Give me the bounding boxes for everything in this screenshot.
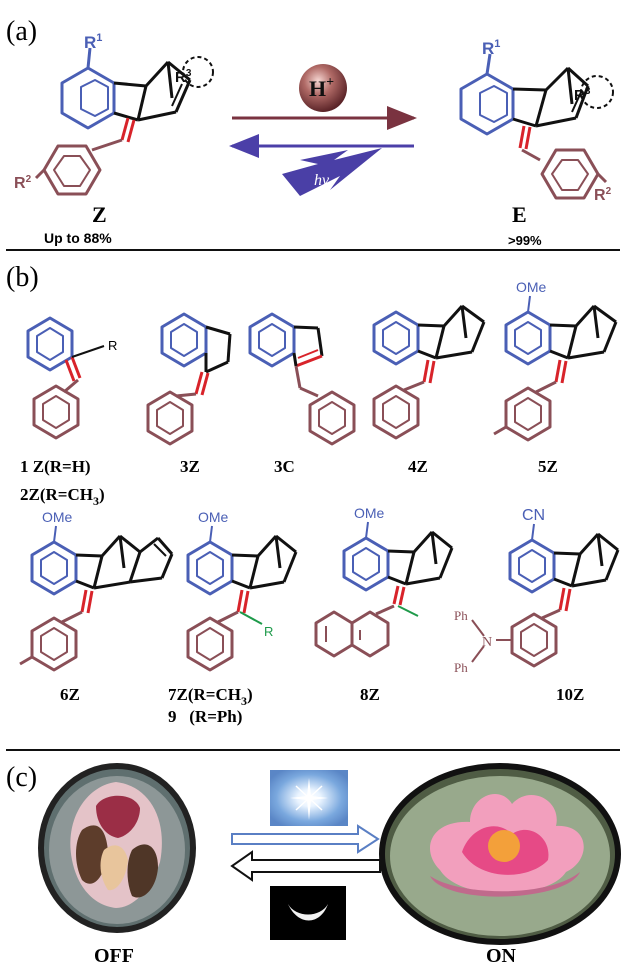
compound-1z-structure: [26, 316, 105, 440]
r-label-7z: R: [264, 624, 273, 639]
compound-7z-label: 7Z(R=CH3): [168, 685, 253, 708]
z-isomer-structure: [34, 47, 214, 196]
r1-substituent-z: R1: [84, 32, 102, 52]
open-lotus-photo: [379, 763, 621, 945]
ph-label-10z-top: Ph: [454, 608, 468, 623]
compound-7z-structure: [186, 525, 298, 672]
ome-label-6z: OMe: [42, 509, 73, 525]
compound-10z-label: 10Z: [556, 685, 584, 704]
compound-6z-structure: [19, 525, 174, 672]
e-yield: >99%: [508, 233, 542, 248]
off-label: OFF: [94, 945, 134, 967]
moon-icon: [270, 886, 346, 940]
ome-label-7z: OMe: [198, 509, 229, 525]
compound-9-label: 9 (R=Ph): [168, 707, 242, 726]
ome-label-5z: OMe: [516, 279, 547, 295]
compound-5z-label: 5Z: [538, 457, 558, 476]
compound-5z-structure: [493, 295, 618, 442]
z-yield: Up to 88%: [44, 230, 112, 246]
compound-4z-label: 4Z: [408, 457, 428, 476]
compound-10z-structure: [471, 523, 620, 668]
compound-1z-label: 1 Z(R=H): [20, 457, 91, 476]
sun-icon: [270, 770, 348, 826]
forward-light-arrow: [231, 824, 380, 854]
r2-substituent-e: R2: [594, 186, 612, 204]
acid-catalyst-label: H+: [309, 75, 334, 101]
light-label: hν: [314, 172, 330, 189]
compound-3c-structure: [248, 312, 356, 446]
compound-2z-label: 2Z(R=CH3): [20, 485, 105, 508]
compound-4z-structure: [372, 304, 486, 440]
compound-3c-label: 3C: [274, 457, 295, 476]
acid-catalyst-ball: [299, 64, 347, 112]
cn-label-10z: CN: [522, 507, 545, 524]
compound-3z-label: 3Z: [180, 457, 200, 476]
ome-label-8z: OMe: [354, 505, 385, 521]
e-isomer-label: E: [512, 202, 527, 227]
compound-8z-structure: [314, 521, 454, 658]
on-label: ON: [486, 945, 517, 967]
z-isomer-label: Z: [92, 202, 107, 227]
r2-substituent-z: R2: [14, 174, 32, 192]
closed-lotus-photo: [38, 763, 196, 933]
light-bolt-icon: [282, 148, 382, 196]
n-label-10z: N: [482, 635, 492, 650]
compound-8z-label: 8Z: [360, 685, 380, 704]
e-isomer-structure: [459, 53, 614, 200]
panel-c-label: (c): [6, 762, 37, 793]
compound-6z-label: 6Z: [60, 685, 80, 704]
panel-b-label: (b): [6, 262, 39, 293]
panel-a-label: (a): [6, 16, 37, 47]
ph-label-10z-bottom: Ph: [454, 660, 468, 675]
r3-substituent-e: R3: [574, 86, 591, 104]
reverse-dark-arrow: [230, 850, 381, 882]
r3-substituent-z: R3: [175, 68, 192, 86]
compound-3z-structure: [146, 312, 232, 446]
r1-substituent-e: R1: [482, 38, 500, 58]
r-label-1: R: [108, 338, 117, 353]
